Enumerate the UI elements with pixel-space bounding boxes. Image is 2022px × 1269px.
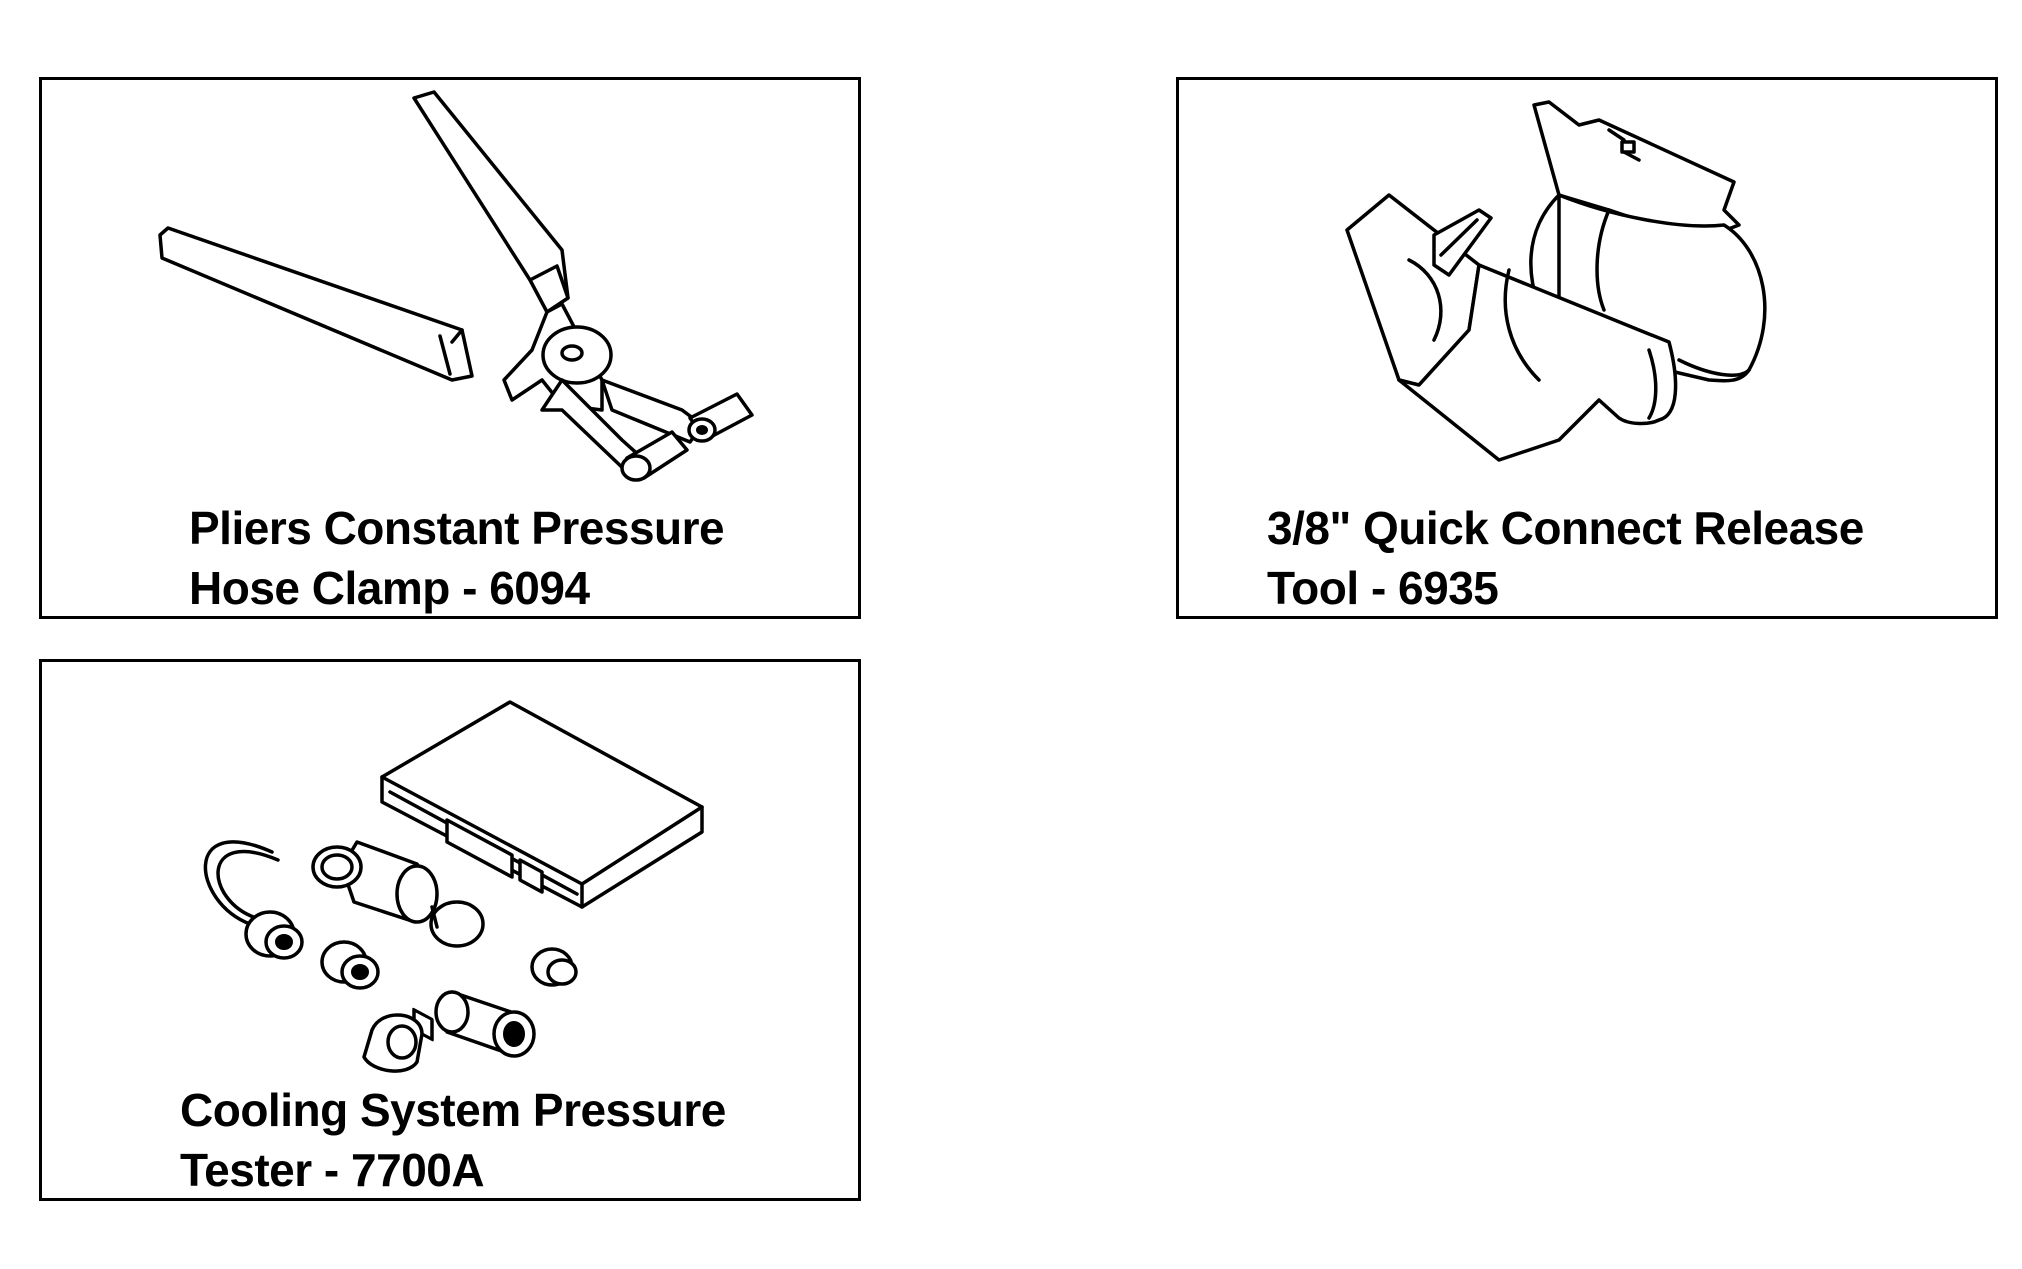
hose-clamp-pliers-icon bbox=[158, 90, 754, 482]
caption-line-2: Tool - 6935 bbox=[1267, 562, 1499, 614]
caption-line-2: Hose Clamp - 6094 bbox=[189, 562, 590, 614]
caption-line-1: Pliers Constant Pressure bbox=[189, 502, 725, 554]
tool-panel-pliers: Pliers Constant Pressure Hose Clamp - 60… bbox=[39, 77, 861, 619]
caption-line-1: Cooling System Pressure bbox=[180, 1084, 726, 1136]
tool-panel-quick-connect-release: 3/8" Quick Connect Release Tool - 6935 bbox=[1176, 77, 1998, 619]
tool-caption: Cooling System Pressure Tester - 7700A bbox=[180, 1080, 726, 1200]
caption-line-2: Tester - 7700A bbox=[180, 1144, 485, 1196]
tool-panel-cooling-system-tester: Cooling System Pressure Tester - 7700A bbox=[39, 659, 861, 1201]
quick-connect-release-tool-icon bbox=[1345, 100, 1767, 462]
tool-caption: 3/8" Quick Connect Release Tool - 6935 bbox=[1267, 498, 1864, 618]
caption-line-1: 3/8" Quick Connect Release bbox=[1267, 502, 1864, 554]
cooling-system-pressure-tester-icon bbox=[203, 700, 704, 1073]
tool-caption: Pliers Constant Pressure Hose Clamp - 60… bbox=[189, 498, 725, 618]
